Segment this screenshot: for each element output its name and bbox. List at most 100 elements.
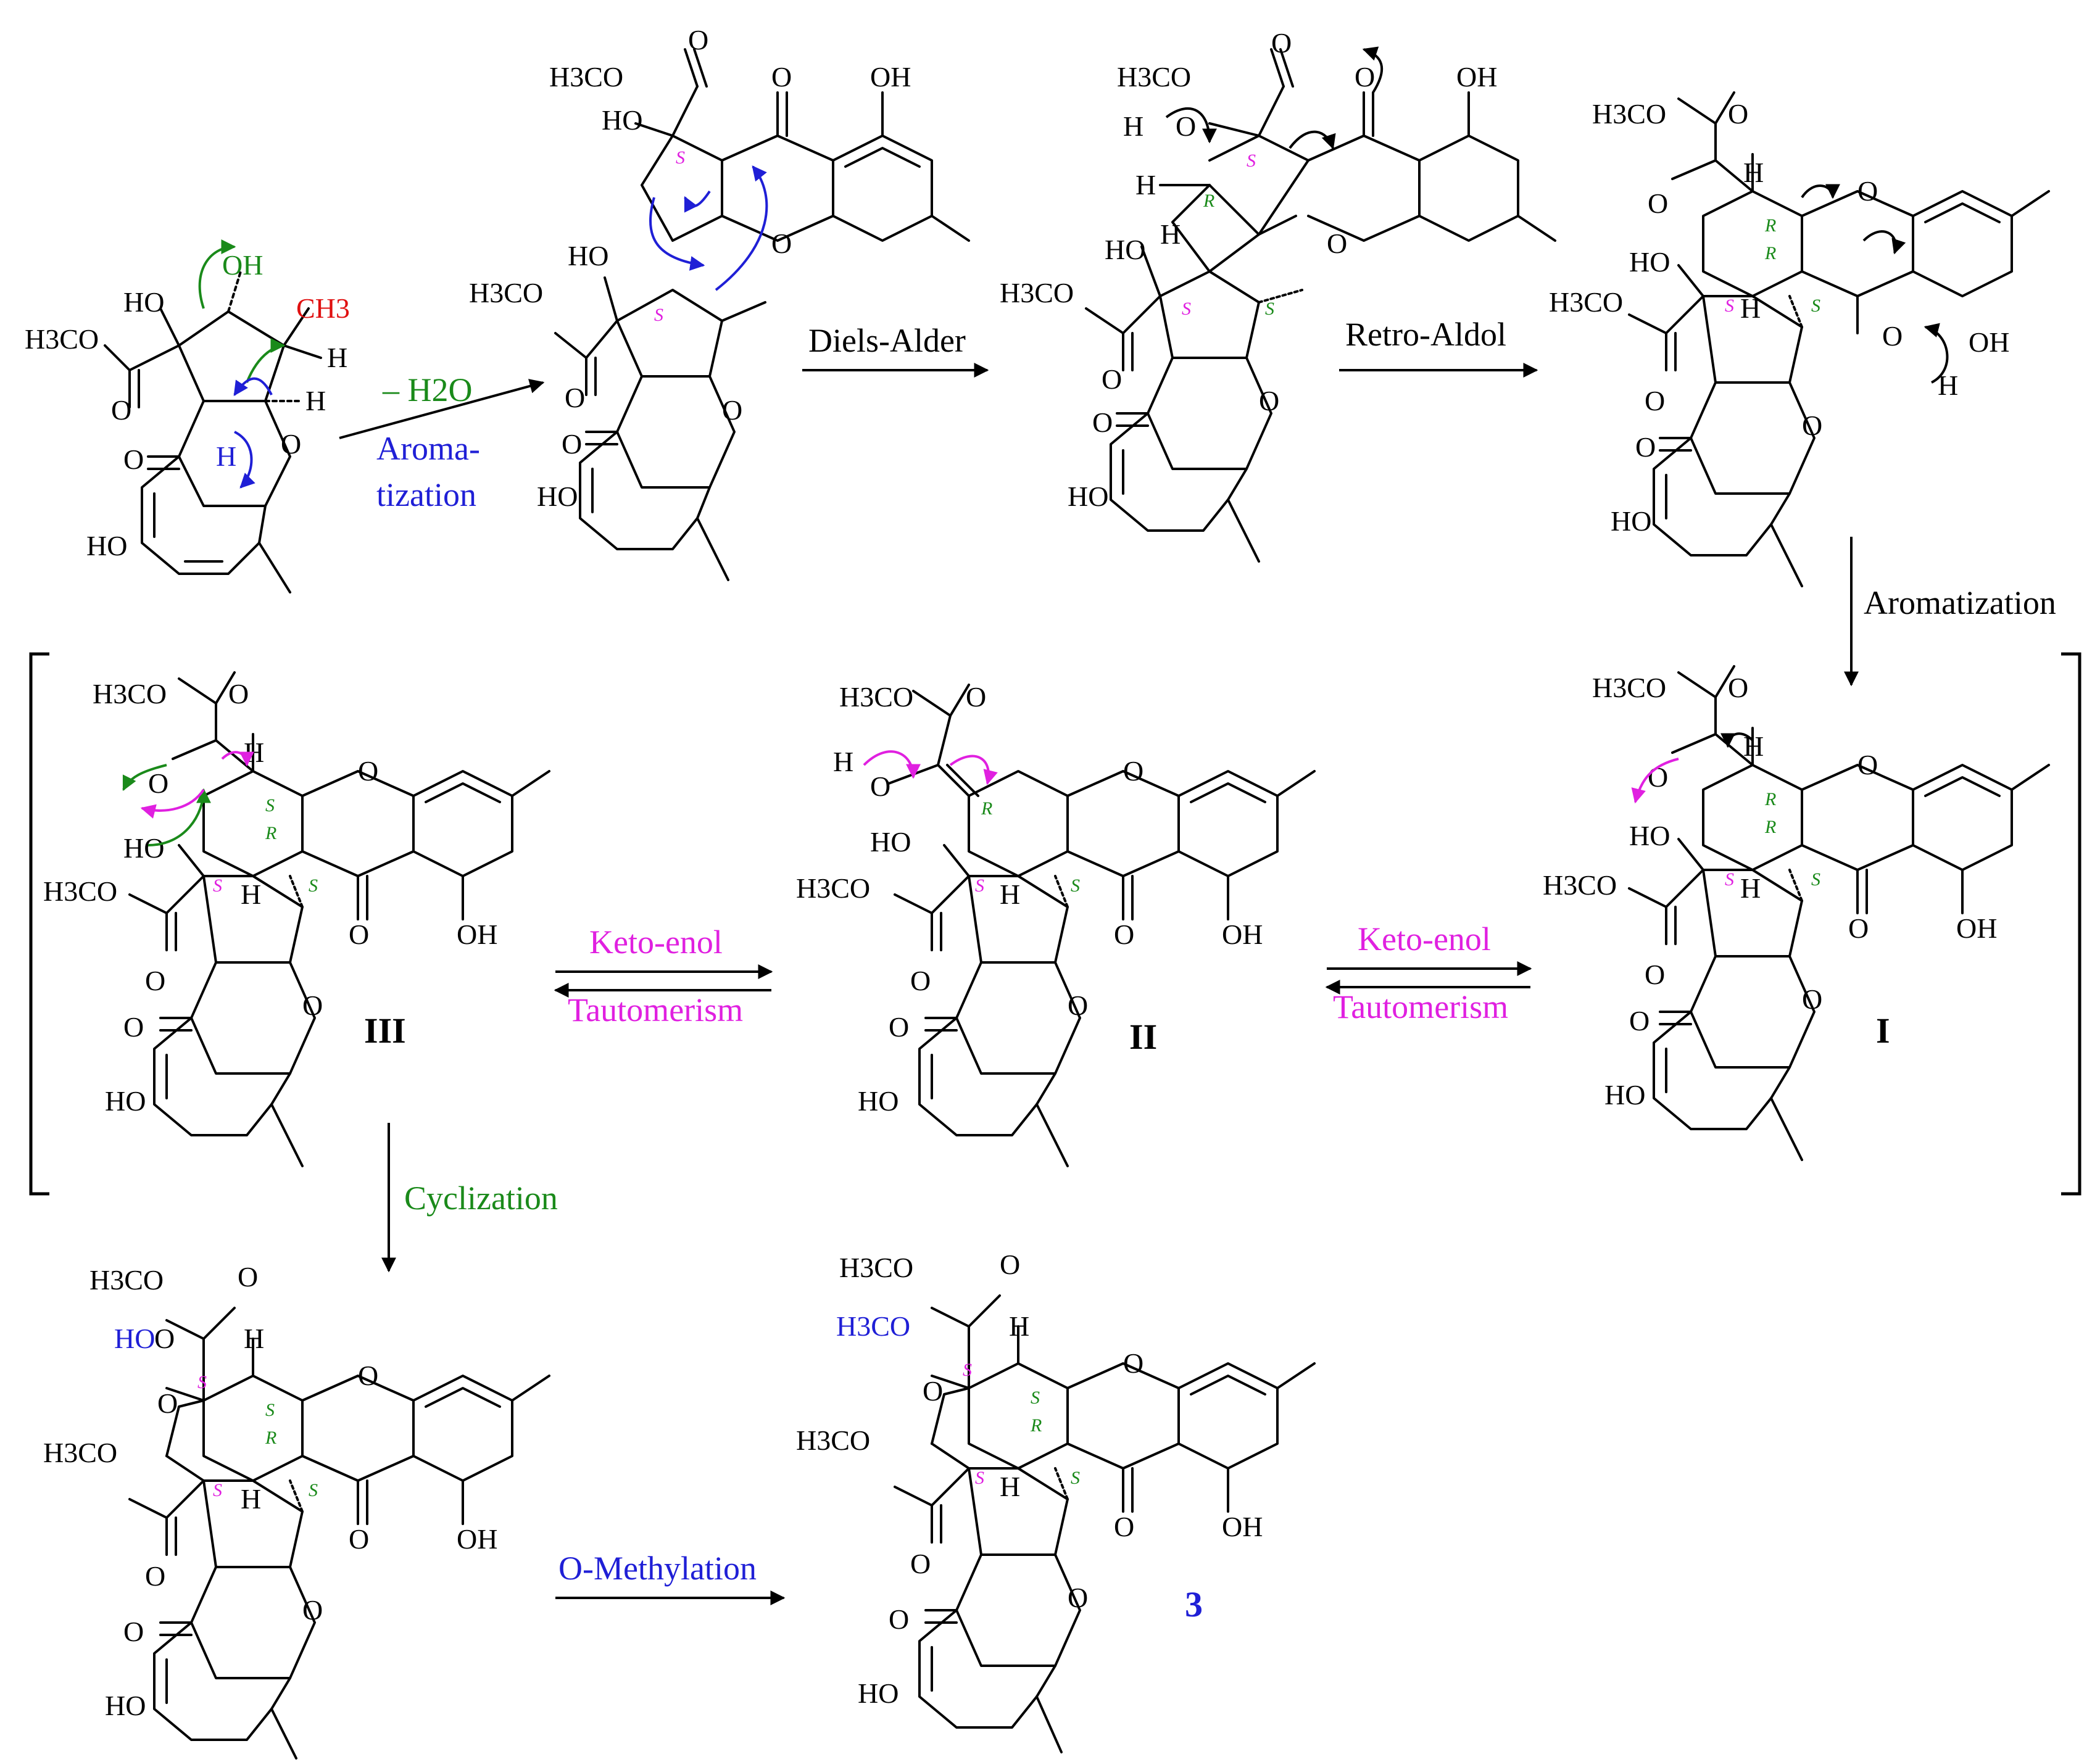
atom-label-h: H (216, 440, 236, 472)
atom-label-h3co: H3CO (89, 1264, 164, 1296)
label-tautomerism: Tautomerism (568, 991, 743, 1028)
atom-label-o: O (889, 1011, 909, 1043)
atom-label-h3co: H3CO (25, 323, 99, 355)
compound-label-iii: III (364, 1011, 406, 1051)
atom-label-o: O (123, 1616, 144, 1647)
label-cyclization: Cyclization (404, 1180, 558, 1217)
atom-label-o: O (1802, 410, 1822, 441)
atom-label-h: H (1743, 157, 1764, 188)
stereo-label-r: R (265, 823, 276, 843)
atom-label-ho: HO (870, 826, 911, 858)
atom-label-ch3: CH3 (296, 292, 350, 324)
atom-label-o: O (1857, 749, 1878, 780)
atom-label-o: O (111, 394, 131, 426)
stereo-label-r: R (265, 1428, 276, 1448)
bracket-intermediates (29, 652, 2081, 1196)
molecule-precursor: HO H3CO OH CH3 H H O O O H HO (25, 239, 350, 594)
atom-label-oh: OH (457, 919, 497, 950)
atom-label-o: O (1635, 431, 1656, 463)
stereo-label-s: S (1725, 296, 1734, 316)
atom-label-o: O (1102, 363, 1122, 395)
arrow-step-dehydration: – H2O Aroma- tization (339, 371, 545, 513)
atom-label-o: O (562, 428, 582, 460)
stereo-label-r: R (1203, 191, 1214, 211)
arrow-step-retro-aldol: Retro-Aldol (1339, 316, 1538, 378)
atom-label-h3co: H3CO (1000, 277, 1074, 308)
stereo-label-s: S (1811, 296, 1820, 316)
atom-label-o: O (302, 990, 323, 1021)
atom-label-h3co: H3CO (1592, 672, 1666, 703)
stereo-label-s: S (213, 875, 222, 896)
atom-label-o: O (688, 24, 708, 56)
atom-label-o: O (910, 1548, 931, 1579)
atom-label-h3co: H3CO (796, 1425, 870, 1456)
atom-label-oh: OH (222, 249, 263, 281)
stereo-label-s: S (309, 1480, 318, 1500)
atom-label-h: H (1000, 1471, 1020, 1502)
atom-label-oh: OH (1969, 326, 2009, 358)
stereo-label-r: R (1764, 817, 1776, 837)
arrow-step-diels-alder: Diels-Alder (802, 322, 989, 378)
stereo-label-s: S (1811, 869, 1820, 890)
atom-label-h: H (305, 385, 326, 416)
atom-label-ho: HO (1611, 505, 1651, 537)
stereo-label-r: R (1764, 215, 1776, 236)
atom-label-oh: OH (1956, 912, 1997, 944)
atom-label-o: O (154, 1323, 175, 1354)
atom-label-o: O (889, 1603, 909, 1635)
stereo-label-s: S (197, 1372, 207, 1392)
label-aromatization: Aromatization (1864, 584, 2056, 621)
atom-label-h3co: H3CO (549, 61, 623, 93)
atom-label-o: O (1728, 672, 1748, 703)
atom-label-o: O (281, 428, 301, 460)
stereo-label-s: S (1247, 151, 1256, 171)
atom-label-o: O (238, 1261, 258, 1293)
molecule-cyclized-hemiketal: H3CO O HO O H O O O OH S S R H3CO H O O … (43, 1261, 550, 1760)
label-tautomerism: Tautomerism (1333, 988, 1508, 1025)
atom-label-h: H (241, 879, 261, 910)
stereo-label-r: R (981, 798, 992, 819)
stereo-label-s: S (213, 1480, 222, 1500)
compound-label-3: 3 (1185, 1584, 1203, 1624)
atom-label-h3co: H3CO (43, 875, 117, 907)
atom-label-h: H (1740, 872, 1761, 904)
atom-label-o: O (722, 394, 742, 426)
molecule-intermediate-iii: H3CO O O H O O OH S R HO H3CO H O O O HO… (43, 671, 550, 1167)
molecule-product-3: H3CO O H3CO H O O O OH S S R H3CO H O O … (796, 1249, 1316, 1753)
atom-label-h: H (1135, 169, 1156, 201)
atom-label-h: H (327, 342, 347, 373)
atom-label-o: O (1114, 1511, 1134, 1542)
atom-label-o: O (771, 61, 792, 93)
atom-label-ho: HO (568, 240, 608, 271)
arrow-step-aromatization: Aromatization (1844, 537, 2056, 687)
atom-label-o: O (910, 965, 931, 996)
arrow-step-o-methylation: O-Methylation (555, 1550, 786, 1605)
atom-label-ho: HO (86, 530, 127, 561)
stereo-label-s: S (1031, 1388, 1040, 1408)
compound-label-ii: II (1129, 1017, 1157, 1057)
atom-label-o: O (1728, 98, 1748, 130)
atom-label-ho: HO (1629, 246, 1670, 278)
atom-label-o: O (771, 228, 792, 259)
atom-label-o: O (1271, 27, 1292, 59)
atom-label-ho: HO (123, 286, 164, 318)
atom-label-h3co: H3CO (93, 678, 167, 709)
molecule-retro-aldol-product: H3CO O O H O OH O H R R HO H3CO H O O O … (1549, 91, 2050, 587)
atom-label-ho: HO (105, 1690, 146, 1721)
atom-label-o: O (349, 1523, 369, 1555)
stereo-label-s: S (676, 147, 685, 168)
atom-label-o: O (123, 1011, 144, 1043)
molecule-diels-alder-adduct: H3CO O H O O OH H O S R HO H H3CO O O O … (1000, 27, 1556, 563)
atom-label-o: O (358, 755, 378, 787)
arrow-step-cyclization: Cyclization (381, 1123, 558, 1273)
atom-label-ho: HO (1105, 234, 1145, 265)
atom-label-o: O (228, 678, 249, 709)
atom-label-ho: HO (105, 1085, 146, 1117)
atom-label-o: O (358, 1360, 378, 1391)
atom-label-o: O (966, 681, 986, 713)
stereo-label-s: S (309, 875, 318, 896)
atom-label-o: O (870, 771, 890, 802)
stereo-label-r: R (1030, 1415, 1042, 1436)
label-o-methylation: O-Methylation (558, 1550, 757, 1587)
atom-label-o: O (1123, 1347, 1143, 1379)
